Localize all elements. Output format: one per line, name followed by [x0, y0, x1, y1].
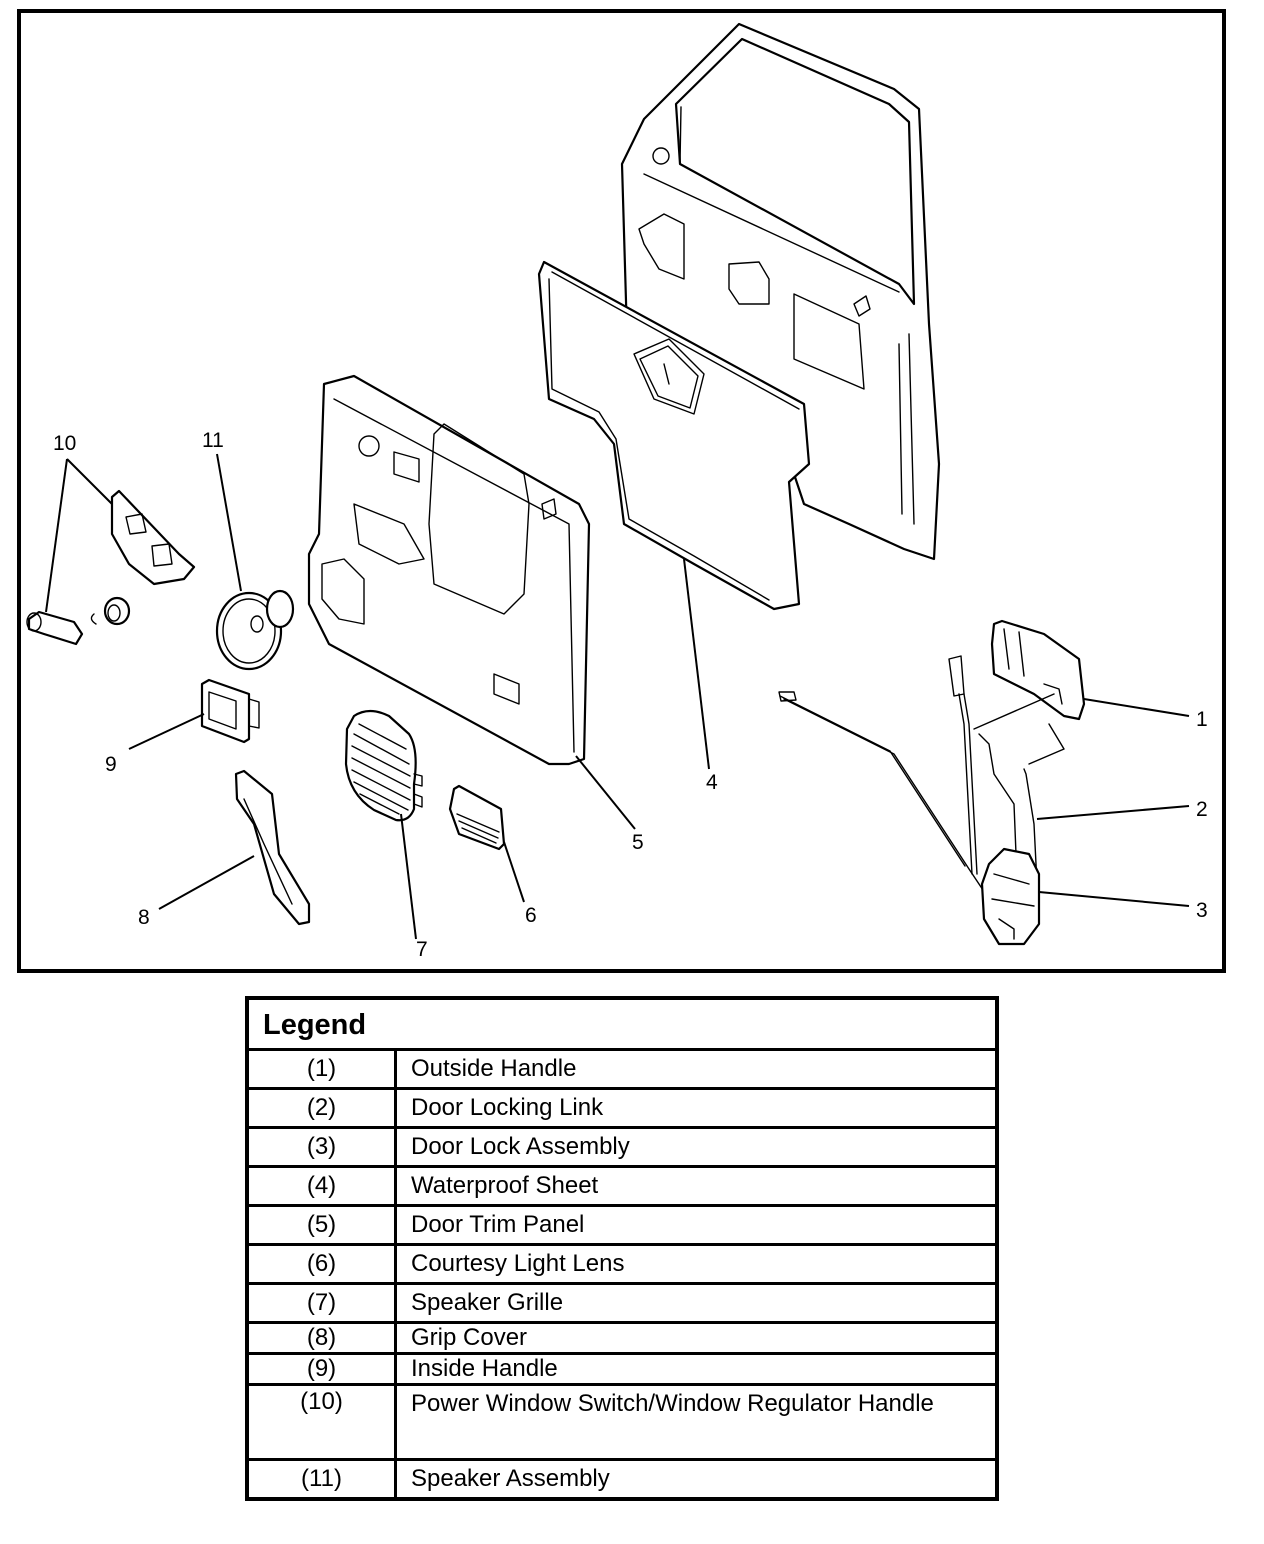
door-trim-panel: [307, 374, 591, 766]
legend-label: Speaker Assembly: [394, 1458, 999, 1501]
legend-row: (2) Door Locking Link: [245, 1087, 999, 1129]
legend-number: (11): [245, 1458, 397, 1501]
callout-9: 9: [105, 753, 117, 776]
callout-8: 8: [138, 906, 150, 929]
outside-handle: [990, 619, 1086, 721]
callout-2: 2: [1196, 798, 1208, 821]
door-locking-link: [778, 655, 1065, 900]
callout-7: 7: [416, 938, 428, 961]
legend-number: (8): [245, 1321, 397, 1355]
callout-10: 10: [53, 432, 76, 455]
legend-number: (6): [245, 1243, 397, 1285]
grip-cover: [234, 769, 311, 926]
legend-row: (7) Speaker Grille: [245, 1282, 999, 1324]
callout-6: 6: [525, 904, 537, 927]
waterproof-sheet: [537, 260, 811, 611]
callout-3: 3: [1196, 899, 1208, 922]
power-window-switch: [110, 489, 196, 586]
speaker-grille: [344, 709, 423, 822]
legend-label: Outside Handle: [394, 1048, 999, 1090]
legend-row: (1) Outside Handle: [245, 1048, 999, 1090]
inside-handle: [200, 678, 260, 744]
exploded-diagram: 1 2 3 4 5 6 7 8 9 10 11: [26, 22, 1208, 961]
legend-label: Grip Cover: [394, 1321, 999, 1355]
legend-row: (3) Door Lock Assembly: [245, 1126, 999, 1168]
legend-row: (11) Speaker Assembly: [245, 1458, 999, 1501]
callout-1: 1: [1196, 708, 1208, 731]
door-lock-assembly: [980, 847, 1041, 946]
callout-11: 11: [202, 429, 224, 452]
legend-label: Door Lock Assembly: [394, 1126, 999, 1168]
legend-row: (6) Courtesy Light Lens: [245, 1243, 999, 1285]
legend-label: Inside Handle: [394, 1352, 999, 1386]
legend-number: (5): [245, 1204, 397, 1246]
legend-number: (4): [245, 1165, 397, 1207]
leader-lines: [45, 453, 1190, 940]
legend-label: Door Trim Panel: [394, 1204, 999, 1246]
legend-number: (7): [245, 1282, 397, 1324]
legend-number: (3): [245, 1126, 397, 1168]
legend-row: (8) Grip Cover: [245, 1321, 999, 1355]
legend-number: (10): [245, 1383, 397, 1461]
legend-number: (2): [245, 1087, 397, 1129]
legend-number: (9): [245, 1352, 397, 1386]
legend-row: (5) Door Trim Panel: [245, 1204, 999, 1246]
legend-label: Waterproof Sheet: [394, 1165, 999, 1207]
courtesy-light-lens: [448, 784, 506, 851]
legend-row: (9) Inside Handle: [245, 1352, 999, 1386]
legend-label: Door Locking Link: [394, 1087, 999, 1129]
diagram-frame: 1 2 3 4 5 6 7 8 9 10 11: [17, 9, 1226, 973]
speaker-assembly: [215, 589, 295, 671]
legend-number: (1): [245, 1048, 397, 1090]
legend-table: Legend (1) Outside Handle (2) Door Locki…: [245, 996, 999, 1501]
callout-4: 4: [706, 771, 718, 794]
legend-label: Speaker Grille: [394, 1282, 999, 1324]
callout-5: 5: [632, 831, 644, 854]
legend-row: (4) Waterproof Sheet: [245, 1165, 999, 1207]
window-regulator-handle: [26, 596, 131, 646]
legend-row: (10) Power Window Switch/Window Regulato…: [245, 1383, 999, 1461]
legend-title: Legend: [245, 996, 999, 1051]
legend-label: Courtesy Light Lens: [394, 1243, 999, 1285]
legend-label: Power Window Switch/Window Regulator Han…: [394, 1383, 999, 1461]
